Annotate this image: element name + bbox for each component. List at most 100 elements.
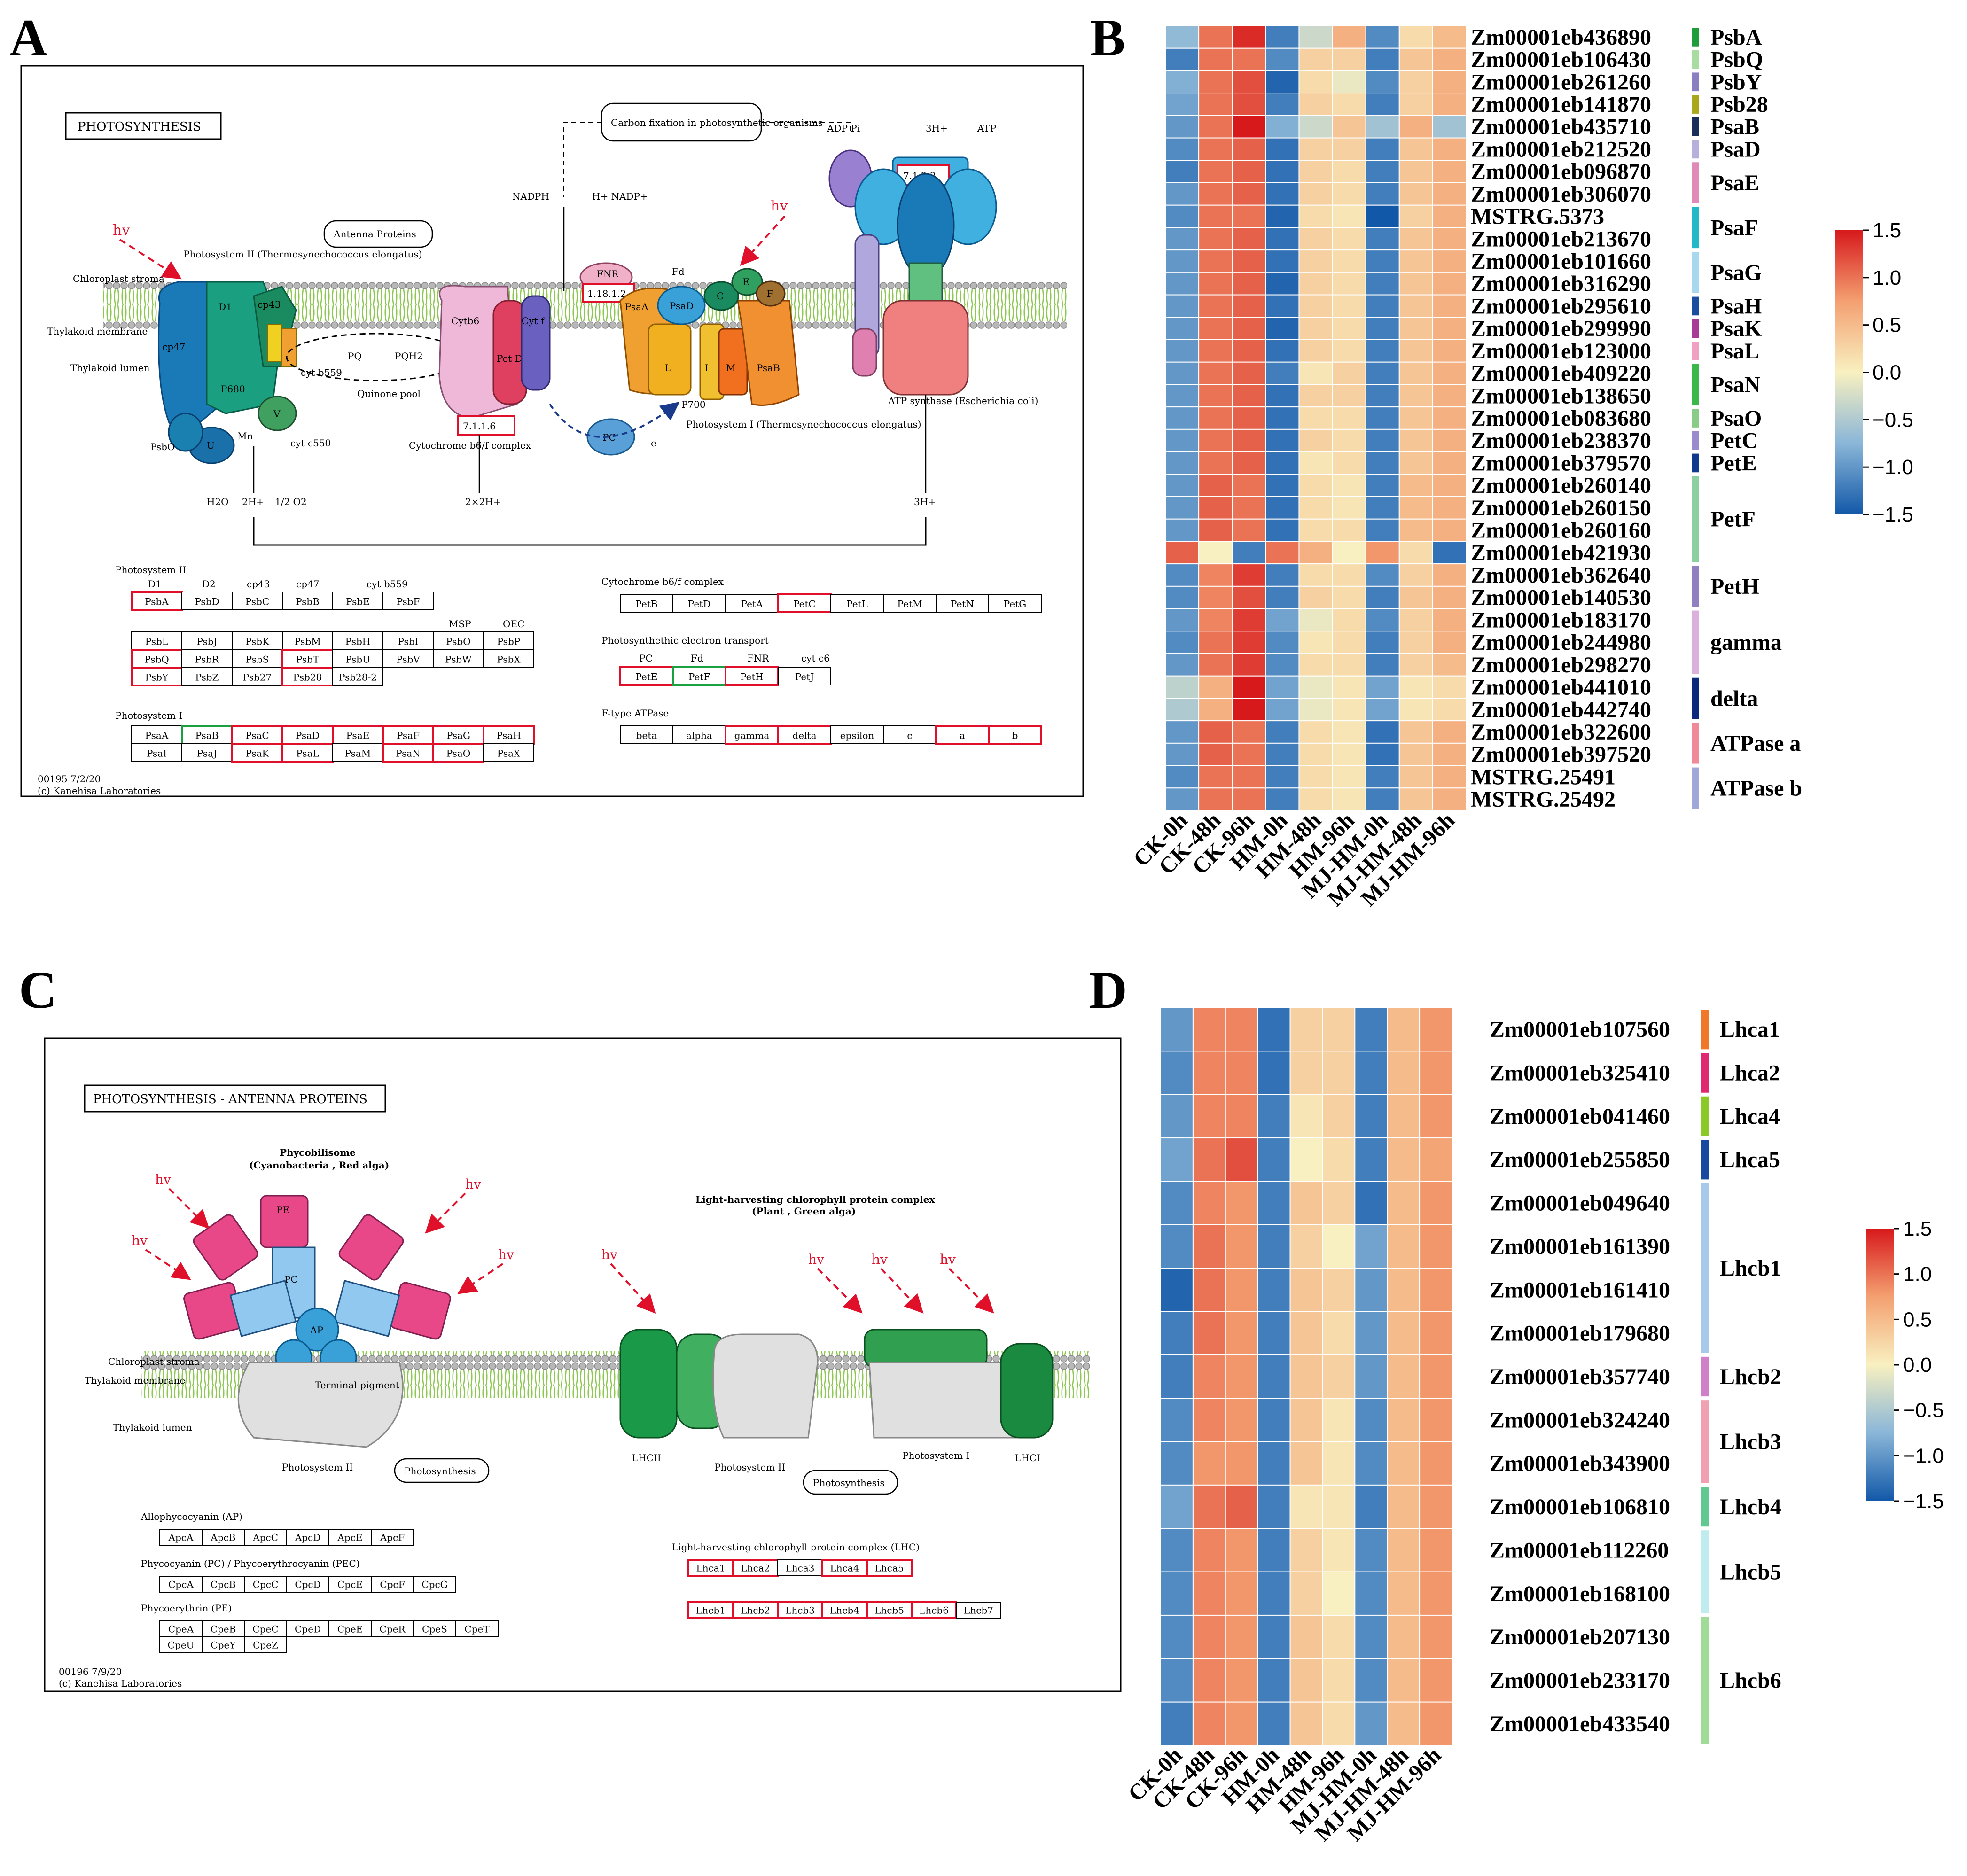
gene-box[interactable] <box>483 631 534 650</box>
gene-box[interactable] <box>866 1601 913 1619</box>
gene-box[interactable] <box>332 667 383 686</box>
heatmap-cell <box>1332 160 1366 183</box>
heatmap-cell <box>1165 742 1200 766</box>
gene-box-label: PsaN <box>396 747 421 759</box>
gene-box[interactable] <box>286 1620 329 1637</box>
gene-box[interactable] <box>725 594 779 613</box>
heatmap-cell <box>1165 249 1200 273</box>
heatmap-cell <box>1354 1571 1388 1616</box>
row-label: Zm00001eb244980 <box>1471 630 1651 655</box>
group-label: Lhca2 <box>1720 1061 1780 1086</box>
gene-box[interactable] <box>282 592 333 610</box>
gene-box[interactable] <box>988 725 1042 745</box>
gene-box[interactable] <box>455 1620 499 1637</box>
gene-box[interactable] <box>281 649 334 669</box>
gene-box[interactable] <box>328 1529 372 1546</box>
gene-box[interactable] <box>131 667 183 686</box>
heatmap-cell <box>1332 541 1366 565</box>
gene-box[interactable] <box>159 1636 203 1653</box>
gene-box[interactable] <box>181 649 233 668</box>
heatmap-cell <box>1232 47 1266 71</box>
antenna-proteins-box[interactable] <box>323 220 433 248</box>
gene-box[interactable] <box>181 592 233 610</box>
gene-box[interactable] <box>988 594 1042 613</box>
gene-box[interactable] <box>231 743 283 763</box>
heatmap-cell <box>1232 361 1266 385</box>
gene-box[interactable] <box>382 725 434 745</box>
group-label: Lhca1 <box>1720 1017 1780 1042</box>
gene-box[interactable] <box>483 649 534 668</box>
heatmap-cell <box>1354 1094 1388 1139</box>
gene-box[interactable] <box>382 631 434 650</box>
gene-box[interactable] <box>483 743 534 762</box>
heatmap-cell <box>1298 137 1333 161</box>
gene-box[interactable] <box>778 667 831 685</box>
gene-box[interactable] <box>371 1620 414 1637</box>
heatmap-cell <box>1198 339 1233 363</box>
gene-box[interactable] <box>382 743 434 763</box>
gene-box[interactable] <box>131 743 182 762</box>
gene-box[interactable] <box>159 1529 203 1546</box>
gene-box[interactable] <box>231 725 283 745</box>
gene-box[interactable] <box>159 1576 203 1593</box>
gene-box[interactable] <box>725 666 779 686</box>
gene-box[interactable] <box>687 1559 734 1577</box>
gene-box[interactable] <box>830 594 884 613</box>
gene-box[interactable] <box>821 1601 868 1619</box>
gene-box[interactable] <box>328 1620 372 1637</box>
gene-box[interactable] <box>244 1636 287 1653</box>
gene-box[interactable] <box>181 743 233 762</box>
heatmap-cell <box>1432 720 1467 744</box>
gene-box[interactable] <box>232 631 283 650</box>
heatmap-cell <box>1257 1137 1291 1182</box>
gene-box[interactable] <box>371 1529 414 1546</box>
photosynthesis-link-1[interactable] <box>394 1458 490 1483</box>
gene-box[interactable] <box>732 1559 779 1577</box>
gene-box[interactable] <box>672 666 726 686</box>
gene-box[interactable] <box>866 1559 913 1577</box>
heatmap-cell <box>1365 631 1400 654</box>
gene-box[interactable] <box>883 594 937 613</box>
gene-box-label: PetJ <box>795 671 814 682</box>
heatmap-cell <box>1365 787 1400 811</box>
gene-box[interactable] <box>202 1636 245 1653</box>
gene-box[interactable] <box>282 631 333 650</box>
heatmap-cell <box>1289 1224 1323 1269</box>
heatmap-cell <box>1432 608 1467 632</box>
ec-7-1-1-6-box[interactable] <box>457 415 515 436</box>
gene-box[interactable] <box>777 1601 823 1619</box>
gene-box[interactable] <box>620 594 673 613</box>
gene-box[interactable] <box>956 1602 1001 1619</box>
gene-box[interactable] <box>244 1576 287 1593</box>
gene-box-label: PsbV <box>396 654 420 665</box>
gene-box[interactable] <box>332 743 383 762</box>
gene-box[interactable] <box>413 1576 456 1593</box>
gene-box[interactable] <box>286 1529 329 1546</box>
gene-box[interactable] <box>202 1620 245 1637</box>
gene-box[interactable] <box>332 631 383 650</box>
gene-box-label: Lhcb3 <box>785 1604 815 1616</box>
gene-box[interactable] <box>777 1559 823 1576</box>
gene-box[interactable] <box>286 1576 329 1593</box>
gene-box[interactable] <box>202 1576 245 1593</box>
gene-box[interactable] <box>371 1576 414 1593</box>
gene-box[interactable] <box>911 1601 957 1619</box>
gene-box[interactable] <box>433 631 484 650</box>
gene-box[interactable] <box>672 725 726 744</box>
heatmap-cell <box>1232 182 1266 206</box>
gene-box[interactable] <box>777 593 832 613</box>
gene-box[interactable] <box>382 592 434 610</box>
gene-box[interactable] <box>830 725 884 744</box>
photosynthesis-link-2[interactable] <box>803 1470 898 1495</box>
heatmap-cell <box>1289 1311 1323 1355</box>
gene-box[interactable] <box>432 743 484 763</box>
gene-box[interactable] <box>382 649 434 668</box>
heatmap-cell <box>1298 272 1333 296</box>
gene-box[interactable] <box>232 667 283 686</box>
heatmap-cell <box>1165 608 1200 632</box>
heatmap-cell <box>1365 137 1400 161</box>
gene-box[interactable] <box>777 725 832 745</box>
heatmap-cell <box>1365 361 1400 385</box>
heatmap-cell <box>1232 653 1266 677</box>
heatmap-cell <box>1198 227 1233 251</box>
